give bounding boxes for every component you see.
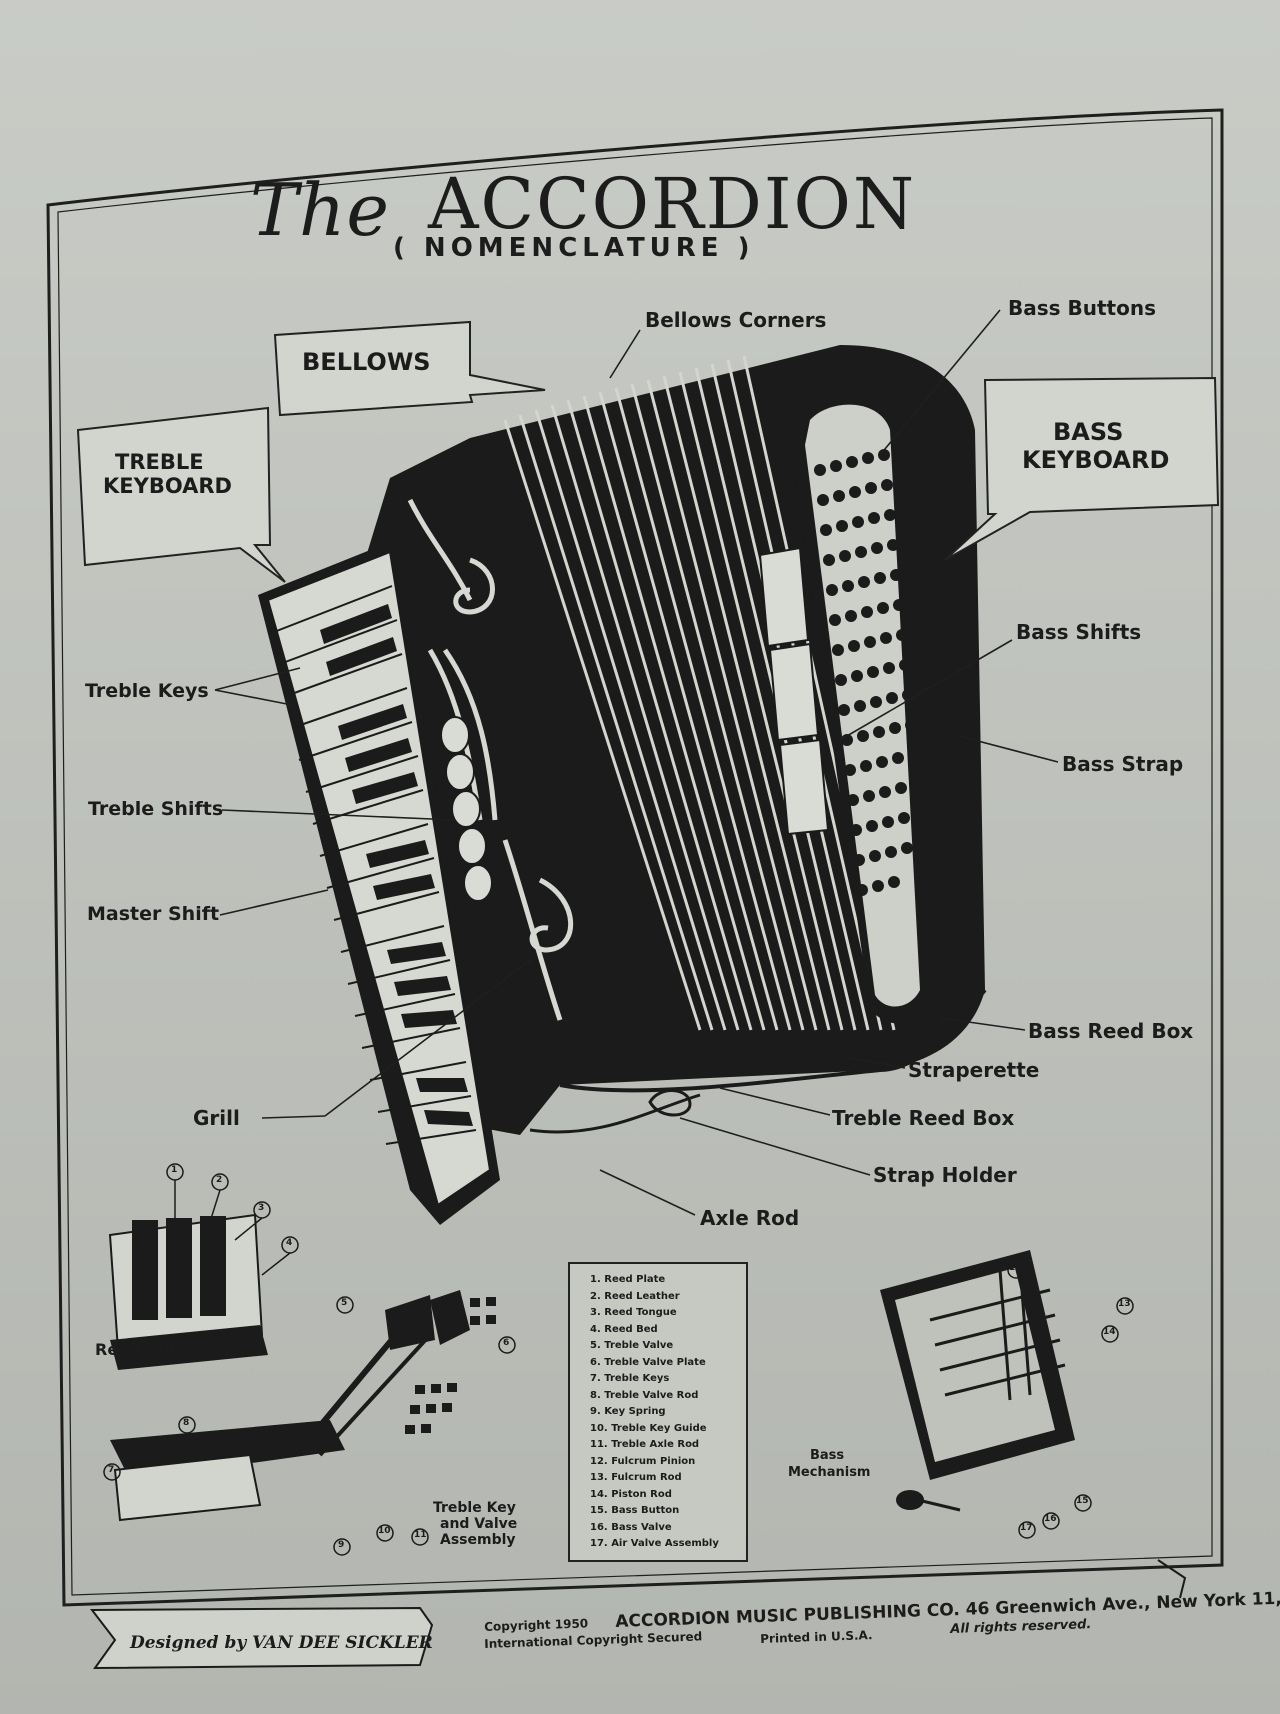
label-treble-key-assembly-line1: Treble Key [433,1500,516,1516]
label-treble-shifts: Treble Shifts [88,798,223,820]
part-number-5: 5 [341,1298,347,1308]
legend-item: 8. Treble Valve Rod [570,1388,746,1405]
title-prefix: The [250,168,390,252]
parts-legend: 1. Reed Plate 2. Reed Leather 3. Reed To… [568,1262,748,1562]
legend-item: 15. Bass Button [570,1503,746,1520]
legend-item: 17. Air Valve Assembly [570,1536,746,1553]
label-bass-shifts: Bass Shifts [1016,620,1141,644]
legend-item: 6. Treble Valve Plate [570,1355,746,1372]
legend-item: 16. Bass Valve [570,1520,746,1537]
part-number-13: 13 [1118,1299,1131,1309]
part-number-3: 3 [258,1203,264,1213]
treble-keyboard-callout-line2: KEYBOARD [103,474,232,498]
label-treble-key-assembly-line3: Assembly [440,1532,516,1548]
bellows-callout-label: BELLOWS [302,348,431,376]
legend-item: 12. Fulcrum Pinion [570,1454,746,1471]
legend-item: 9. Key Spring [570,1404,746,1421]
label-master-shift: Master Shift [87,903,219,925]
bass-keyboard-callout-line2: KEYBOARD [1022,446,1169,474]
label-bass-mechanism-line1: Bass [810,1448,844,1463]
part-number-11: 11 [414,1530,427,1540]
legend-item: 2. Reed Leather [570,1289,746,1306]
label-grill: Grill [193,1106,240,1130]
label-strap-holder: Strap Holder [873,1163,1017,1187]
subtitle: ( NOMENCLATURE ) [393,233,755,263]
legend-item: 7. Treble Keys [570,1371,746,1388]
accordion-illustration [258,345,985,1225]
legend-item: 4. Reed Bed [570,1322,746,1339]
label-treble-reed-box: Treble Reed Box [832,1106,1014,1130]
part-number-17: 17 [1020,1523,1033,1533]
label-bass-reed-box: Bass Reed Box [1028,1019,1193,1043]
label-treble-key-assembly-line2: and Valve [440,1516,517,1532]
legend-item: 13. Fulcrum Rod [570,1470,746,1487]
label-bass-strap: Bass Strap [1062,752,1183,776]
label-axle-rod: Axle Rod [700,1206,799,1230]
label-reed-block: Reed Block [95,1340,195,1359]
treble-keyboard-callout-line1: TREBLE [115,450,204,474]
part-number-9: 9 [338,1540,344,1550]
part-number-10: 10 [378,1526,391,1536]
label-bellows-corners: Bellows Corners [645,308,826,332]
part-number-14: 14 [1103,1327,1116,1337]
part-number-12: 12 [1009,1263,1022,1273]
designer-credit: Designed by VAN DEE SICKLER [130,1633,433,1653]
bass-keyboard-callout-line1: BASS [1053,418,1123,446]
legend-item: 11. Treble Axle Rod [570,1437,746,1454]
legend-item: 10. Treble Key Guide [570,1421,746,1438]
legend-item: 1. Reed Plate [570,1272,746,1289]
part-number-6: 6 [503,1338,509,1348]
label-bass-buttons: Bass Buttons [1008,296,1156,320]
part-number-15: 15 [1076,1496,1089,1506]
legend-item: 14. Piston Rod [570,1487,746,1504]
label-bass-mechanism-line2: Mechanism [788,1465,870,1480]
legend-item: 3. Reed Tongue [570,1305,746,1322]
part-number-4: 4 [286,1238,292,1248]
part-number-16: 16 [1044,1514,1057,1524]
legend-item: 5. Treble Valve [570,1338,746,1355]
label-straperette: Straperette [908,1058,1039,1082]
label-treble-keys: Treble Keys [85,680,209,702]
part-number-1: 1 [171,1165,177,1175]
part-number-8: 8 [183,1418,189,1428]
part-number-2: 2 [216,1175,222,1185]
bass-mechanism-inset [880,1250,1133,1538]
part-number-7: 7 [108,1465,114,1475]
